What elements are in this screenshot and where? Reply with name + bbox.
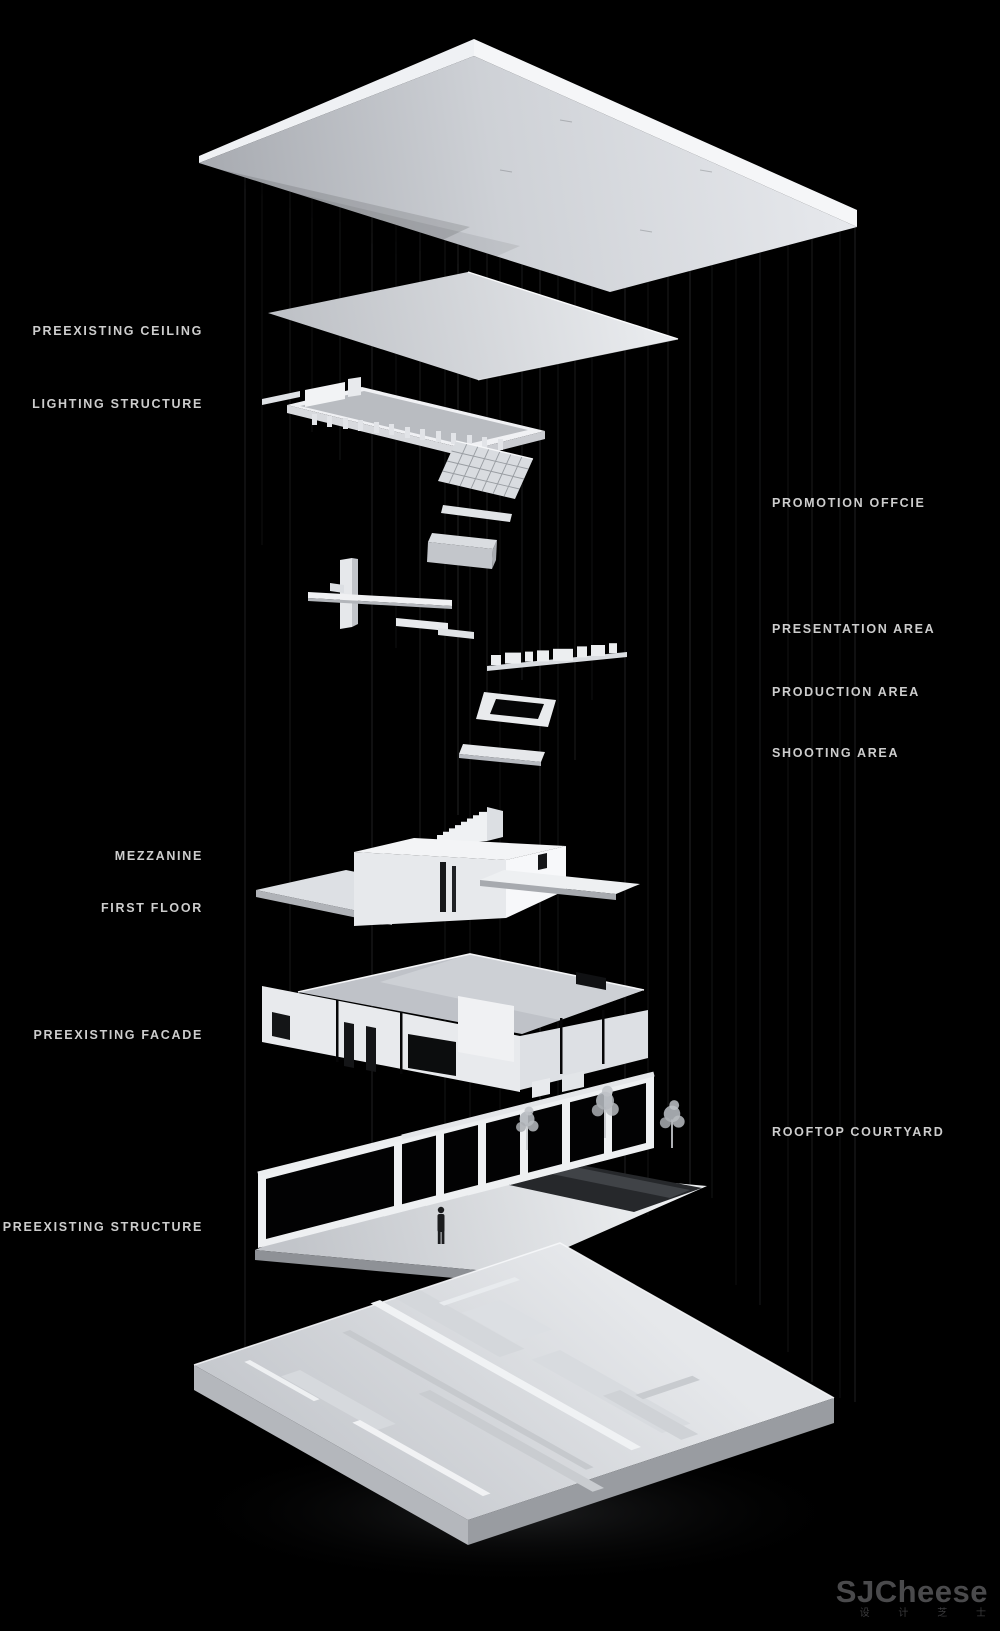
layer-production-area-model [487, 643, 627, 671]
label-mezzanine: MEZZANINE [114, 849, 203, 863]
layer-first-floor-model [256, 838, 640, 926]
layer-lighting-structure-model [262, 377, 545, 458]
label-promotion-office: PROMOTION OFFCIE [772, 496, 926, 510]
layer-suspended-ceiling-model [199, 39, 857, 292]
layer-slab-box-model [427, 533, 497, 569]
label-production-area: PRODUCTION AREA [772, 685, 920, 699]
layer-mezzanine-stair-model [437, 807, 503, 844]
layer-ground-slab-model [193, 1242, 835, 1545]
watermark-subtext: 设 计 芝 士 [859, 1608, 986, 1619]
watermark: SJCheese 设 计 芝 士 [836, 1576, 988, 1619]
label-preexisting-ceiling: PREEXISTING CEILING [32, 324, 203, 338]
person-figure [437, 1206, 445, 1244]
label-preexisting-structure: PREEXISTING STRUCTURE [2, 1220, 203, 1234]
label-first-floor: FIRST FLOOR [100, 901, 203, 915]
label-preexisting-facade: PREEXISTING FACADE [33, 1028, 203, 1042]
watermark-brand: SJCheese [835, 1574, 988, 1609]
layer-preexisting-facade-model [262, 953, 648, 1098]
layer-shooting-area-model [476, 692, 556, 727]
layer-waffle-panel-model [438, 440, 534, 499]
label-rooftop-courtyard: ROOFTOP COURTYARD [772, 1125, 945, 1139]
label-shooting-area: SHOOTING AREA [772, 746, 900, 760]
layer-preexisting-ceiling-model [268, 271, 679, 381]
label-lighting-structure: LIGHTING STRUCTURE [32, 397, 203, 411]
layer-presentation-area-model [308, 558, 474, 639]
layer-thin-bar-model [459, 744, 545, 766]
layer-preexisting-structure-model [255, 1071, 707, 1283]
layer-small-bar-model [441, 505, 512, 522]
label-presentation-area: PRESENTATION AREA [772, 622, 936, 636]
ground-plan-engraving [244, 1277, 700, 1497]
